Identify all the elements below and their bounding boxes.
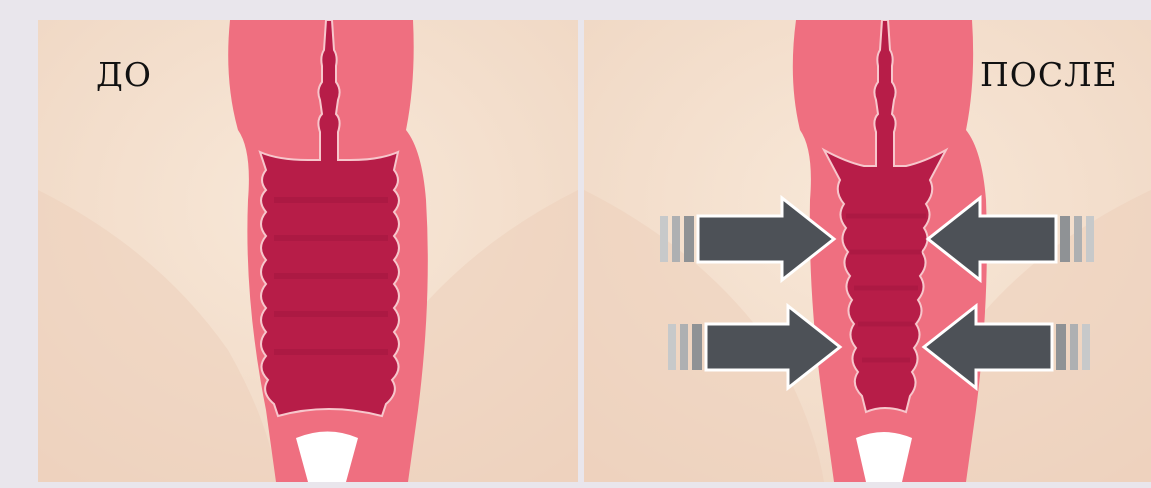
opening	[856, 432, 912, 482]
before-label: ДО	[96, 58, 152, 91]
after-label: ПОСЛЕ	[980, 58, 1118, 91]
